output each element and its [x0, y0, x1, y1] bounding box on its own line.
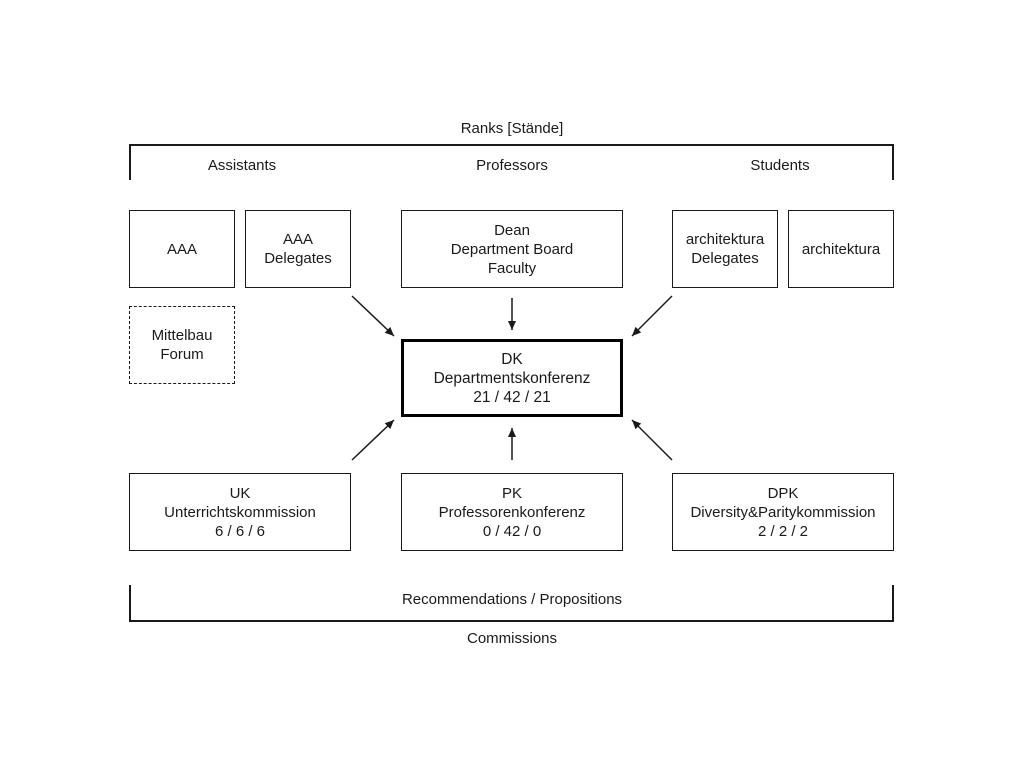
architektura-line-1: architektura [801, 240, 881, 258]
aaa-delegates-box: AAA Delegates [245, 210, 351, 288]
pk-line-2: Professorenkonferenz [438, 503, 586, 521]
arrow-aaa-delegates-to-dk [351, 295, 395, 337]
commissions-title: Commissions [466, 630, 557, 647]
rank-professors-label: Professors [476, 157, 548, 174]
uk-line-3: 6 / 6 / 6 [214, 522, 266, 540]
dean-line-3: Faculty [487, 259, 537, 277]
mittelbau-forum-line-1: Mittelbau [151, 327, 213, 344]
uk-line-1: UK [229, 484, 251, 502]
mittelbau-forum-line-2: Forum [160, 346, 204, 363]
aaa-delegates-line-2: Delegates [264, 250, 332, 267]
architektura-delegates-line-1: architektura [685, 231, 765, 248]
uk-box: UK Unterrichtskommission 6 / 6 / 6 [129, 473, 351, 551]
recommendations-label: Recommendations / Propositions [401, 591, 623, 608]
aaa-delegates-line-1: AAA [282, 231, 313, 248]
ranks-bracket-top [129, 144, 894, 146]
architektura-delegates-line-2: Delegates [691, 250, 759, 267]
arrow-dpk-to-dk [631, 419, 673, 461]
dean-line-2: Department Board [450, 240, 574, 258]
aaa-box-line-1: AAA [166, 240, 197, 258]
arrow-architektura-delegates-to-dk [631, 295, 673, 337]
commissions-bracket-right [892, 585, 894, 621]
commissions-bracket-left [129, 585, 131, 621]
dk-line-2: Departmentskonferenz [433, 369, 591, 387]
ranks-bracket-left [129, 144, 131, 180]
rank-students-label: Students [750, 157, 810, 174]
dpk-line-2: Diversity&Paritykommission [690, 503, 876, 521]
pk-line-1: PK [501, 484, 522, 502]
dean-box: Dean Department Board Faculty [401, 210, 623, 288]
pk-line-3: 0 / 42 / 0 [482, 522, 542, 540]
uk-line-2: Unterrichtskommission [164, 503, 316, 521]
dk-line-3: 21 / 42 / 21 [473, 388, 551, 406]
rank-assistants-label: Assistants [207, 157, 277, 174]
dpk-line-3: 2 / 2 / 2 [757, 522, 809, 540]
dk-line-1: DK [501, 350, 523, 368]
ranks-bracket-right [892, 144, 894, 180]
mittelbau-forum-box: Mittelbau Forum [129, 306, 235, 384]
dpk-line-1: DPK [767, 484, 799, 502]
dpk-box: DPK Diversity&Paritykommission 2 / 2 / 2 [672, 473, 894, 551]
architektura-box: architektura [788, 210, 894, 288]
pk-box: PK Professorenkonferenz 0 / 42 / 0 [401, 473, 623, 551]
architektura-delegates-box: architektura Delegates [672, 210, 778, 288]
dk-center-box: DK Departmentskonferenz 21 / 42 / 21 [401, 339, 623, 417]
ranks-title: Ranks [Stände] [460, 120, 564, 137]
dean-line-1: Dean [494, 221, 530, 239]
commissions-bracket-bottom [129, 620, 894, 622]
arrow-uk-to-dk [351, 419, 395, 461]
aaa-box: AAA [129, 210, 235, 288]
